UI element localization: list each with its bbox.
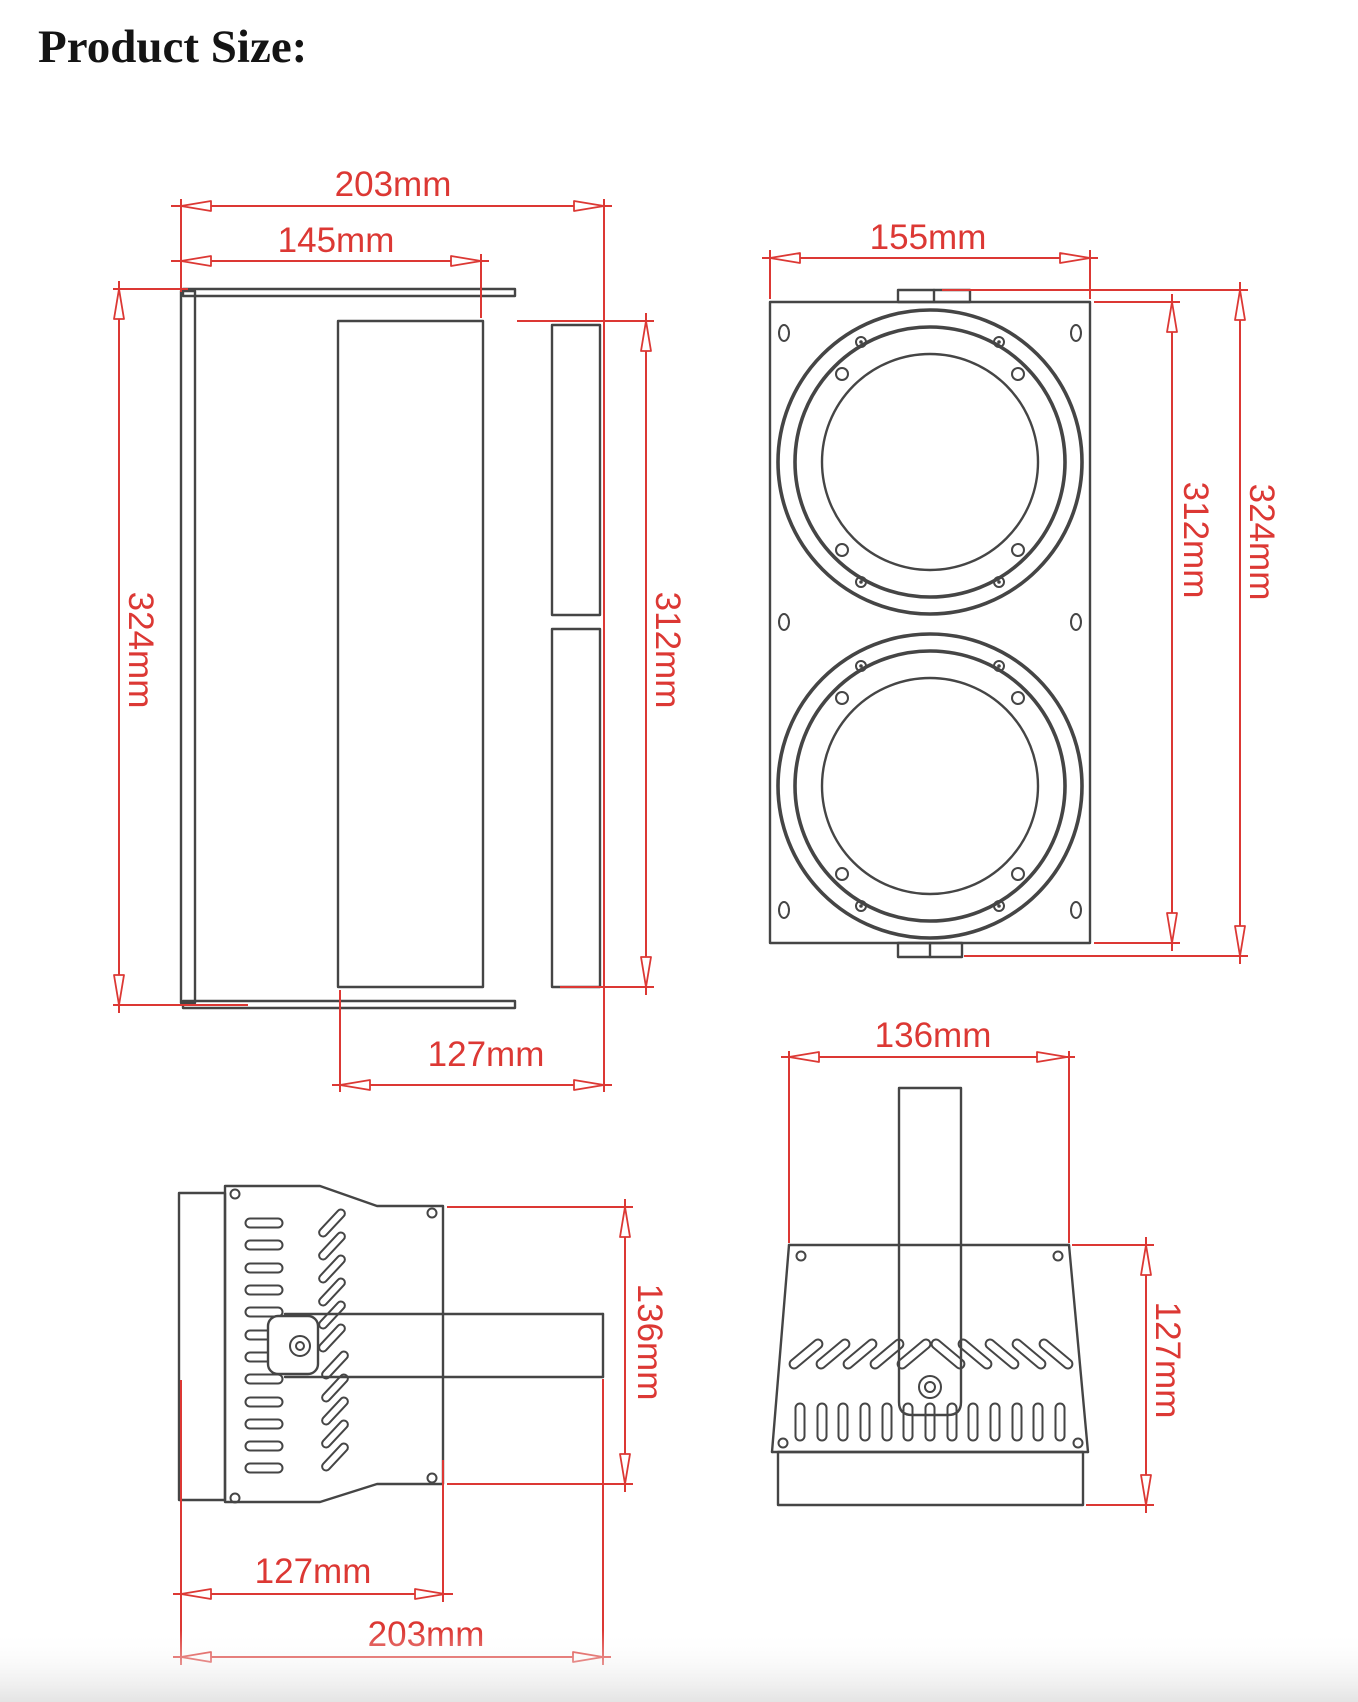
dimension-arrows <box>788 1051 1152 1506</box>
side-flange-width-label: 145mm <box>278 221 395 260</box>
top-view: 136mm 127mm 203mm <box>173 1184 669 1665</box>
top-pivot-screw <box>289 1335 311 1357</box>
side-view-outline <box>179 287 602 1010</box>
back-vent-slots-diagonal <box>786 1336 1076 1372</box>
back-vent-slots-vertical <box>794 1402 1066 1442</box>
side-overall-height-label: 324mm <box>121 592 160 709</box>
side-body-height-label: 312mm <box>648 592 687 709</box>
top-body <box>223 1184 445 1504</box>
page-title: Product Size: <box>38 21 307 73</box>
side-rear-panel-upper <box>550 323 602 617</box>
top-mounting-bracket <box>266 1312 605 1379</box>
front-body <box>768 300 1092 945</box>
side-body-depth-label: 127mm <box>428 1035 545 1074</box>
front-lens-top <box>776 308 1084 616</box>
side-rear-panel-lower <box>550 627 602 989</box>
top-corner-screws <box>229 1188 438 1504</box>
side-main-body <box>336 319 485 989</box>
side-top-flange <box>181 287 517 298</box>
back-view-outline <box>770 1086 1090 1507</box>
back-base-plate <box>776 1450 1085 1507</box>
front-view-outline <box>768 288 1092 959</box>
front-corner-slots <box>778 324 1082 919</box>
back-view-dimensions: 136mm 127mm <box>781 1016 1187 1513</box>
side-overall-width-label: 203mm <box>335 165 452 204</box>
top-bracket-plate <box>266 1314 320 1376</box>
front-view-dimensions: 155mm 312mm 324mm <box>762 218 1281 964</box>
top-view-outline <box>177 1184 605 1504</box>
side-view: 203mm 145mm 324mm 312mm 127mm <box>113 165 687 1092</box>
side-front-plate <box>179 289 197 1005</box>
dimension-arrows <box>113 200 652 1091</box>
back-body-left-side <box>770 1243 791 1454</box>
back-body-right-side <box>1067 1243 1090 1454</box>
front-body-height-label: 312mm <box>1176 482 1215 599</box>
back-height-label: 127mm <box>1148 1302 1187 1419</box>
back-view: 136mm 127mm <box>770 1016 1187 1513</box>
front-overall-height-label: 324mm <box>1242 484 1281 601</box>
top-lens-barrel <box>177 1191 227 1502</box>
top-body-depth-label: 127mm <box>255 1552 372 1591</box>
top-vent-slots-diagonal <box>316 1206 351 1474</box>
top-view-dimensions: 136mm 127mm 203mm <box>173 1199 669 1665</box>
front-lens-bottom <box>776 632 1084 940</box>
back-top-width-label: 136mm <box>875 1016 992 1055</box>
dimension-arrows <box>769 252 1246 957</box>
front-width-label: 155mm <box>870 218 987 257</box>
page-bottom-fade <box>0 1630 1358 1702</box>
top-body-width-label: 136mm <box>630 1284 669 1401</box>
side-view-dimensions: 203mm 145mm 324mm 312mm 127mm <box>113 165 687 1092</box>
front-view: 155mm 312mm 324mm <box>762 218 1281 964</box>
back-pivot-screw <box>918 1375 942 1399</box>
